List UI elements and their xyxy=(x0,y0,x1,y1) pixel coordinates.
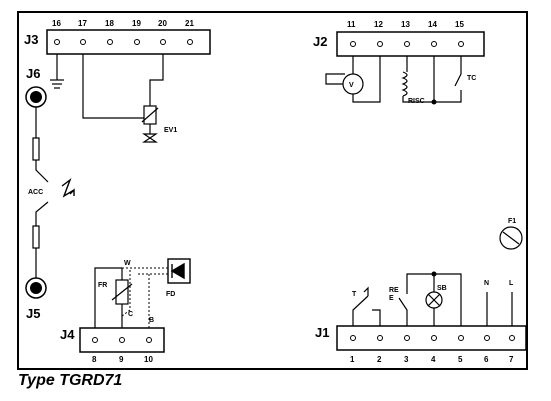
j2-label: J2 xyxy=(313,34,327,49)
j1-pin-number: 5 xyxy=(458,355,463,364)
risc-label: RISC xyxy=(408,98,425,105)
j1-terminal xyxy=(377,335,383,341)
j3-terminal xyxy=(54,39,60,45)
neutral-label: N xyxy=(484,280,489,287)
detector-wires xyxy=(121,267,168,328)
j2-pin-number: 11 xyxy=(347,20,356,29)
j2-terminal xyxy=(458,41,464,47)
j1-terminal xyxy=(509,335,515,341)
thermostat-t-icon xyxy=(352,286,381,326)
ground-icon xyxy=(50,54,64,89)
t-label: T xyxy=(352,291,357,298)
j4-pin-number: 10 xyxy=(144,355,153,364)
j3-terminal xyxy=(107,39,113,45)
j3-terminal xyxy=(187,39,193,45)
fan-icon xyxy=(325,56,381,103)
j2-terminal xyxy=(377,41,383,47)
thermostat-tc-icon xyxy=(434,56,462,103)
j4-terminal xyxy=(92,337,98,343)
j4-pins: 8 9 10 xyxy=(92,337,153,364)
f1-label: F1 xyxy=(508,218,516,225)
j3-pin-number: 20 xyxy=(158,19,167,28)
j4-label: J4 xyxy=(60,327,75,342)
j1-pin-number: 6 xyxy=(484,355,489,364)
j3-pin-number: 21 xyxy=(185,19,194,28)
j4-pin-number: 8 xyxy=(92,355,97,364)
model-caption: Type TGRD71 xyxy=(18,372,123,389)
j3-pins: 16 17 18 19 20 21 xyxy=(52,19,194,45)
line-label: L xyxy=(509,280,514,287)
j3-pin-number: 19 xyxy=(132,19,141,28)
heater-coil-icon xyxy=(401,56,435,103)
j1-terminal xyxy=(431,335,437,341)
j6-label: J6 xyxy=(26,66,40,81)
j4-pin-number: 9 xyxy=(119,355,124,364)
j3-pin-number: 16 xyxy=(52,19,61,28)
fd-label: FD xyxy=(166,291,175,298)
signal-lamp-icon xyxy=(425,273,462,326)
spark-icon xyxy=(61,178,75,198)
ev1-label: EV1 xyxy=(164,127,177,134)
j1-terminal xyxy=(484,335,490,341)
j1-pin-number: 1 xyxy=(350,355,355,364)
j3-terminal xyxy=(134,39,140,45)
relay-contact-icon xyxy=(398,273,434,326)
fr-label: FR xyxy=(98,282,107,289)
igniter-lead xyxy=(32,107,49,278)
j2-pin-number: 12 xyxy=(374,20,383,29)
j3-terminal xyxy=(80,39,86,45)
acc-label: ACC xyxy=(28,189,43,196)
j3-pin-number: 17 xyxy=(78,19,87,28)
fuse-icon xyxy=(499,226,523,250)
board-outline xyxy=(17,11,528,370)
j2-pin-number: 13 xyxy=(401,20,410,29)
c-wire-label: C xyxy=(128,311,133,318)
sb-label: SB xyxy=(437,285,447,292)
j1-pins: 1 2 3 4 5 6 7 xyxy=(350,335,515,364)
j1-pin-number: 3 xyxy=(404,355,409,364)
fan-label: V xyxy=(349,82,354,89)
j6-socket-core xyxy=(30,91,42,103)
b-wire-label: B xyxy=(149,317,154,324)
diode-detector-icon xyxy=(167,258,191,284)
j1-terminal xyxy=(350,335,356,341)
j4-terminal xyxy=(146,337,152,343)
w-wire-label: W xyxy=(124,260,131,267)
j1-terminal xyxy=(404,335,410,341)
j1-pin-number: 2 xyxy=(377,355,382,364)
j5-label: J5 xyxy=(26,306,40,321)
j3-connector xyxy=(46,29,211,55)
j5-socket-core xyxy=(30,282,42,294)
j1-pin-number: 7 xyxy=(509,355,514,364)
ev1-valve-circuit xyxy=(82,54,164,143)
j3-terminal xyxy=(160,39,166,45)
mains-leads xyxy=(486,292,513,326)
j2-pin-number: 15 xyxy=(455,20,464,29)
j2-pins: 11 12 13 14 15 xyxy=(347,20,464,47)
flame-sensor-circuit xyxy=(94,267,133,328)
j1-pin-number: 4 xyxy=(431,355,436,364)
re-sub-label: E xyxy=(389,295,394,302)
tc-label: TC xyxy=(467,75,476,82)
j3-pin-number: 18 xyxy=(105,19,114,28)
j2-terminal xyxy=(431,41,437,47)
j3-label: J3 xyxy=(24,32,38,47)
j2-terminal xyxy=(404,41,410,47)
j1-terminal xyxy=(458,335,464,341)
j1-label: J1 xyxy=(315,325,329,340)
j2-terminal xyxy=(350,41,356,47)
re-label: RE xyxy=(389,287,399,294)
j2-pin-number: 14 xyxy=(428,20,437,29)
j4-terminal xyxy=(119,337,125,343)
